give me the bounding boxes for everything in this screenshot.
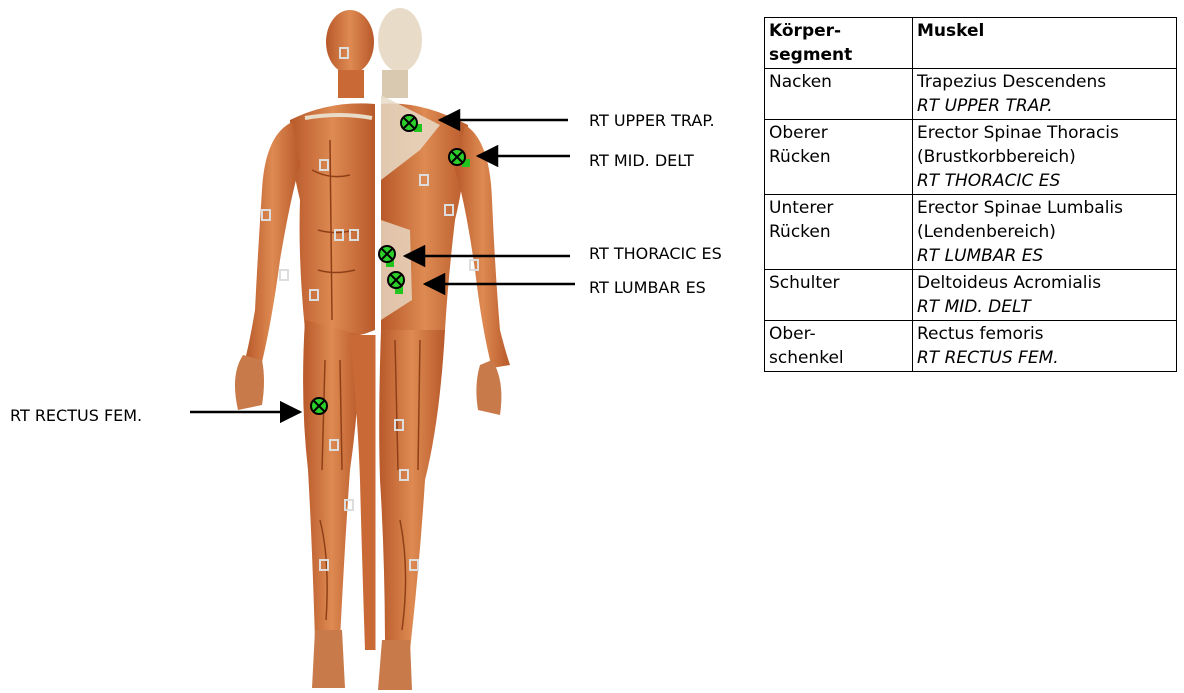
table-row: Oberer Rücken Erector Spinae Thoracis (B… (765, 120, 1177, 195)
muscle-cell: Erector Spinae Thoracis (Brustkorbbereic… (913, 120, 1177, 195)
muscle-text: Deltoideus Acromialis (917, 271, 1172, 295)
segment-text: schenkel (769, 346, 908, 370)
label-lumbar-es: RT LUMBAR ES (589, 278, 706, 298)
table-row: Unterer Rücken Erector Spinae Lumbalis (… (765, 195, 1177, 270)
header-segment-line2: segment (769, 43, 908, 67)
segment-text: Rücken (769, 220, 908, 244)
segment-cell: Ober- schenkel (765, 321, 913, 372)
table-row: Schulter Deltoideus Acromialis RT MID. D… (765, 270, 1177, 321)
table-row: Ober- schenkel Rectus femoris RT RECTUS … (765, 321, 1177, 372)
segment-cell: Schulter (765, 270, 913, 321)
segment-text: Nacken (769, 70, 908, 94)
label-thoracic-es: RT THORACIC ES (589, 244, 722, 264)
back-body-figure (378, 8, 510, 690)
muscle-text: Rectus femoris (917, 322, 1172, 346)
segment-text: Rücken (769, 145, 908, 169)
muscle-code: RT MID. DELT (917, 295, 1172, 319)
segment-cell: Nacken (765, 69, 913, 120)
segment-text: Ober- (769, 322, 908, 346)
segment-cell: Oberer Rücken (765, 120, 913, 195)
muscle-code: RT UPPER TRAP. (917, 94, 1172, 118)
segment-cell: Unterer Rücken (765, 195, 913, 270)
muscle-text: Erector Spinae Thoracis (917, 121, 1172, 145)
muscle-table: Körper- segment Muskel Nacken Trapezius … (764, 17, 1177, 372)
front-body-figure (235, 10, 376, 688)
label-mid-delt: RT MID. DELT (589, 151, 694, 171)
muscle-code: RT LUMBAR ES (917, 244, 1172, 268)
header-segment: Körper- segment (765, 18, 913, 69)
muscle-cell: Deltoideus Acromialis RT MID. DELT (913, 270, 1177, 321)
muscle-cell: Trapezius Descendens RT UPPER TRAP. (913, 69, 1177, 120)
label-rectus-fem: RT RECTUS FEM. (10, 406, 142, 426)
muscle-text: (Brustkorbbereich) (917, 145, 1172, 169)
muscle-cell: Rectus femoris RT RECTUS FEM. (913, 321, 1177, 372)
muscle-code: RT RECTUS FEM. (917, 346, 1172, 370)
muscle-text: (Lendenbereich) (917, 220, 1172, 244)
muscle-code: RT THORACIC ES (917, 169, 1172, 193)
table-header-row: Körper- segment Muskel (765, 18, 1177, 69)
header-muscle: Muskel (913, 18, 1177, 69)
muscle-text: Erector Spinae Lumbalis (917, 196, 1172, 220)
muscle-cell: Erector Spinae Lumbalis (Lendenbereich) … (913, 195, 1177, 270)
segment-text: Unterer (769, 196, 908, 220)
table-row: Nacken Trapezius Descendens RT UPPER TRA… (765, 69, 1177, 120)
label-upper-trap: RT UPPER TRAP. (589, 111, 715, 131)
segment-text: Schulter (769, 271, 908, 295)
header-segment-line1: Körper- (769, 19, 908, 43)
muscle-text: Trapezius Descendens (917, 70, 1172, 94)
electrode-rectus-fem (311, 398, 327, 414)
segment-text: Oberer (769, 121, 908, 145)
